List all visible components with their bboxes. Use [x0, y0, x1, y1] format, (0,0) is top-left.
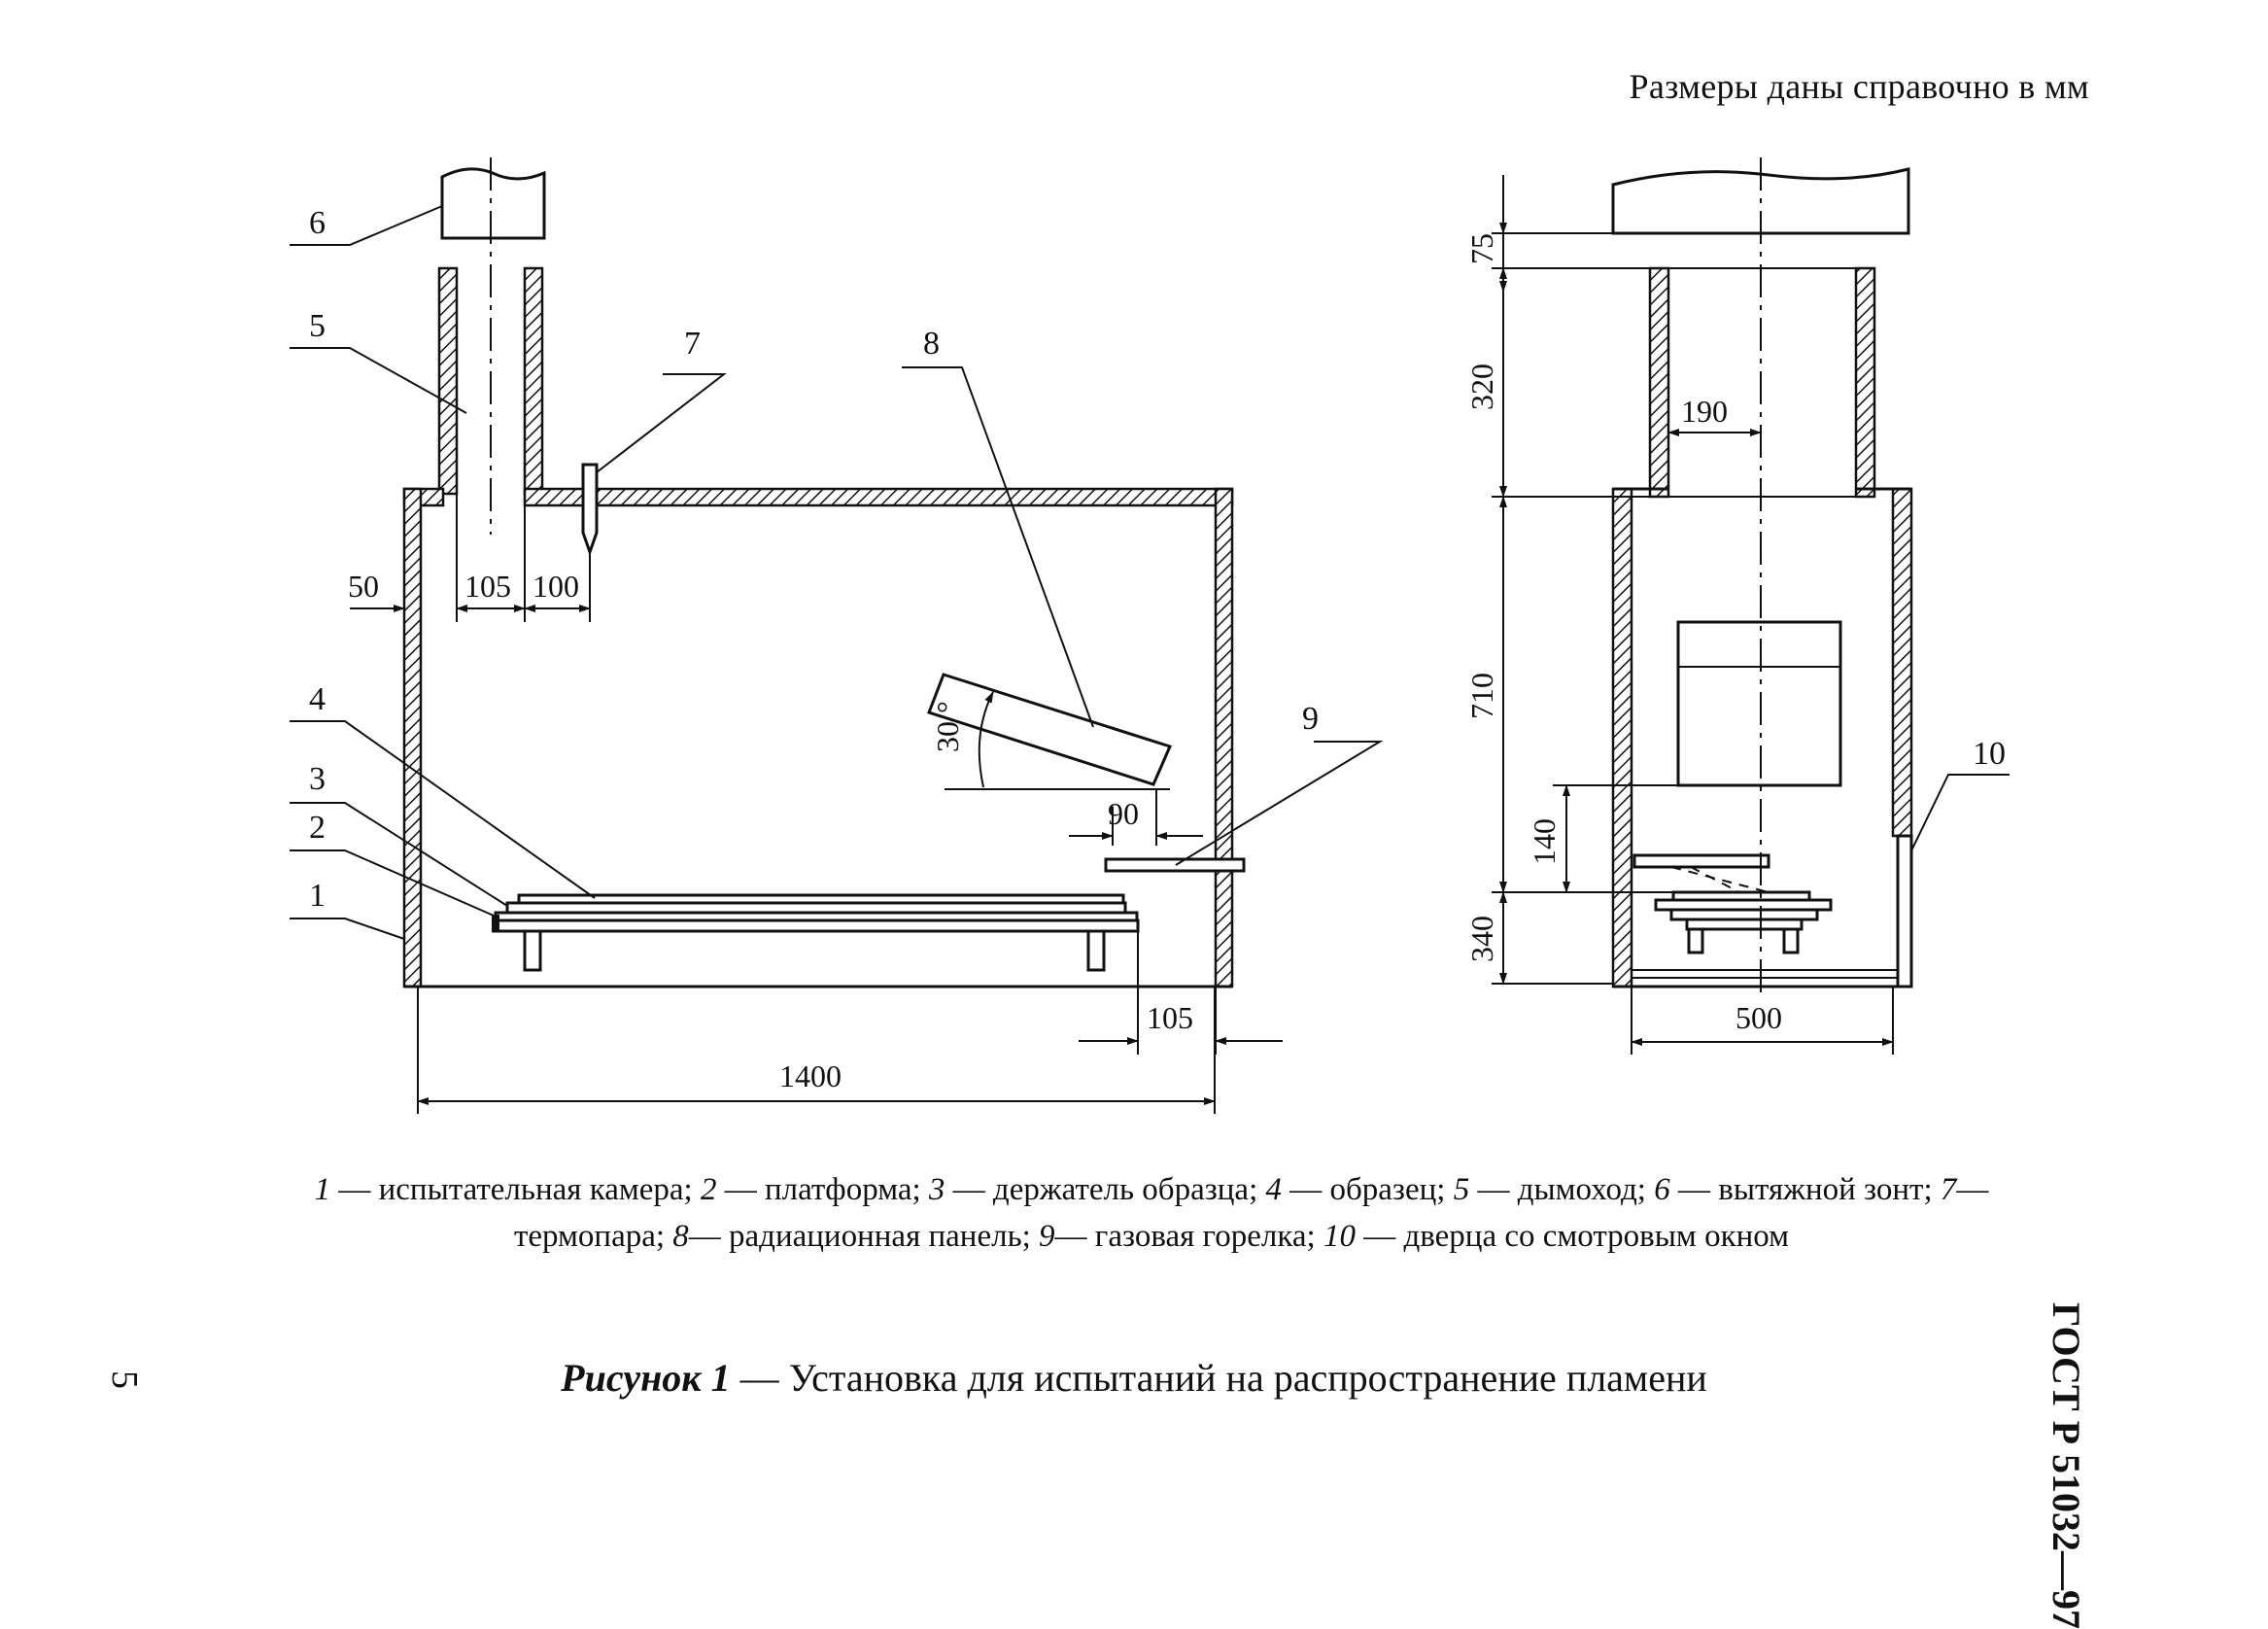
dim-hood-gap: 75 — [1464, 233, 1499, 264]
dim-length: 1400 — [779, 1058, 842, 1093]
dim-flue-height: 320 — [1464, 364, 1499, 410]
exhaust-hood — [440, 167, 546, 240]
platform-leg-front-left — [1687, 927, 1704, 954]
label-2: 2 — [309, 810, 326, 846]
legend-item-3: 3 — держатель образца; — [928, 1172, 1266, 1207]
platform-leg-left — [523, 929, 542, 972]
chamber-roof-right — [523, 487, 1234, 507]
legend-item-10: 10 — дверца со смотровым окном — [1323, 1219, 1790, 1254]
observation-door — [1896, 834, 1913, 988]
dim-base-height: 340 — [1464, 916, 1499, 962]
platform-base — [492, 918, 1140, 933]
thermocouple — [581, 463, 599, 557]
legend-item-5: 5 — дымоход; — [1453, 1172, 1655, 1207]
platform-base-front — [1685, 918, 1804, 931]
chamber-wall-left — [402, 487, 423, 988]
chamber-wall-left-front — [1611, 487, 1633, 988]
standard-designation: ГОСТ Р 51032—97 — [2045, 1302, 2088, 1629]
gas-burner — [1104, 857, 1246, 873]
legend-item-7: 7— термопара; — [513, 1172, 1989, 1254]
label-8: 8 — [923, 326, 940, 362]
chimney-wall-left-front — [1648, 266, 1670, 499]
legend-item-4: 4 — образец; — [1265, 1172, 1454, 1207]
radiant-panel-front — [1676, 620, 1842, 787]
dim-width: 500 — [1735, 1000, 1782, 1035]
platform-leg-front-right — [1782, 927, 1800, 954]
label-6: 6 — [309, 205, 326, 241]
side-view — [290, 157, 2010, 1114]
legend-item-9: 9— газовая горелка; — [1039, 1219, 1323, 1254]
document-page: Размеры даны справочно в мм — [0, 67, 2268, 1629]
chimney-wall-left — [437, 266, 459, 496]
figure-number: Рисунок 1 — [561, 1356, 731, 1400]
label-5: 5 — [309, 308, 326, 344]
label-10: 10 — [1973, 736, 2006, 772]
dimensions-note: Размеры даны справочно в мм — [1629, 67, 2089, 106]
dim-flue-width: 105 — [464, 569, 511, 604]
label-9: 9 — [1302, 701, 1319, 737]
platform-leg-right — [1086, 929, 1106, 972]
legend-item-2: 2 — платформа; — [700, 1172, 929, 1207]
chimney-wall-right — [523, 266, 544, 496]
chimney-wall-right-front — [1854, 266, 1876, 499]
dim-panel-height: 140 — [1527, 818, 1562, 865]
label-4: 4 — [309, 681, 326, 717]
dim-chamber-height: 710 — [1464, 673, 1499, 719]
front-view — [1492, 157, 1913, 1055]
dim-right-gap: 105 — [1147, 1000, 1193, 1035]
page-number: 5 — [104, 1370, 145, 1389]
dim-thermo-offset: 100 — [533, 569, 579, 604]
legend-item-8: 8— радиационная панель; — [672, 1219, 1040, 1254]
test-apparatus-drawing: 6 5 7 8 9 4 3 2 1 10 50 105 100 30 ° 90 … — [290, 157, 2010, 1114]
platform-end — [492, 915, 499, 932]
dim-wall: 50 — [348, 569, 379, 604]
label-7: 7 — [684, 326, 701, 362]
legend-item-1: 1 — испытательная камера; — [314, 1172, 701, 1207]
figure-caption: Рисунок 1 — Установка для испытаний на р… — [0, 1355, 2268, 1401]
dim-burner-offset: 90 — [1108, 796, 1139, 831]
chamber-wall-right — [1214, 487, 1234, 988]
chamber-wall-right-front — [1891, 487, 1913, 838]
radiant-panel — [927, 673, 1173, 786]
figure-title: — Установка для испытаний на распростран… — [730, 1356, 1707, 1400]
label-3: 3 — [309, 761, 326, 797]
dim-flue-half: 190 — [1681, 394, 1728, 429]
label-1: 1 — [309, 878, 326, 914]
figure-legend: 1 — испытательная камера; 2 — платформа;… — [282, 1166, 2021, 1260]
dim-angle: 30 ° — [930, 701, 965, 752]
legend-item-6: 6 — вытяжной зонт; — [1654, 1172, 1941, 1207]
gas-burner-front — [1632, 853, 1770, 869]
